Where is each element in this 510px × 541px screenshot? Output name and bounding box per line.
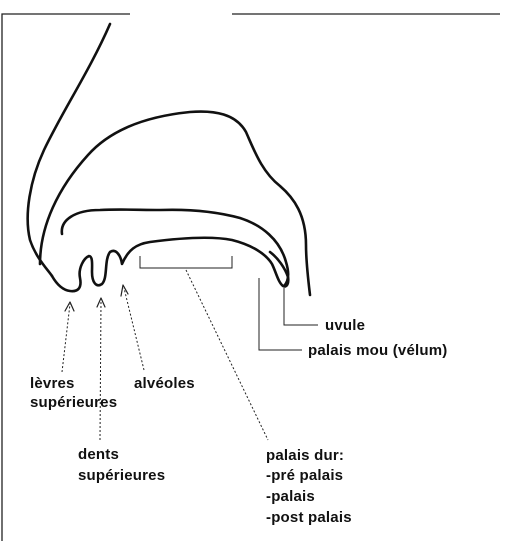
frame-border [2,14,500,541]
alveoles-leader-line [124,288,144,370]
palais-mou-leader-line [259,278,302,350]
label-palais: -palais [266,487,315,506]
label-palais-mou: palais mou (vélum) [308,341,447,360]
palais-dur-leader-line [186,270,268,440]
label-post-palais: -post palais [266,508,352,527]
label-alveoles: alvéoles [134,374,195,393]
label-dents-line2: supérieures [78,466,165,485]
label-uvule: uvule [325,316,365,335]
label-palais-dur: palais dur: [266,446,344,465]
hard-palate-bracket [140,256,232,268]
uvule-leader-line [284,288,318,325]
label-pre-palais: -pré palais [266,466,343,485]
label-levres-line2: supérieures [30,393,117,412]
label-dents-line1: dents [78,445,119,464]
levres-leader-line [62,304,70,372]
dents-leader-line [100,300,101,440]
face-profile-outline [28,24,110,276]
mouth-roof-outline [52,238,288,291]
label-levres-line1: lèvres [30,374,75,393]
